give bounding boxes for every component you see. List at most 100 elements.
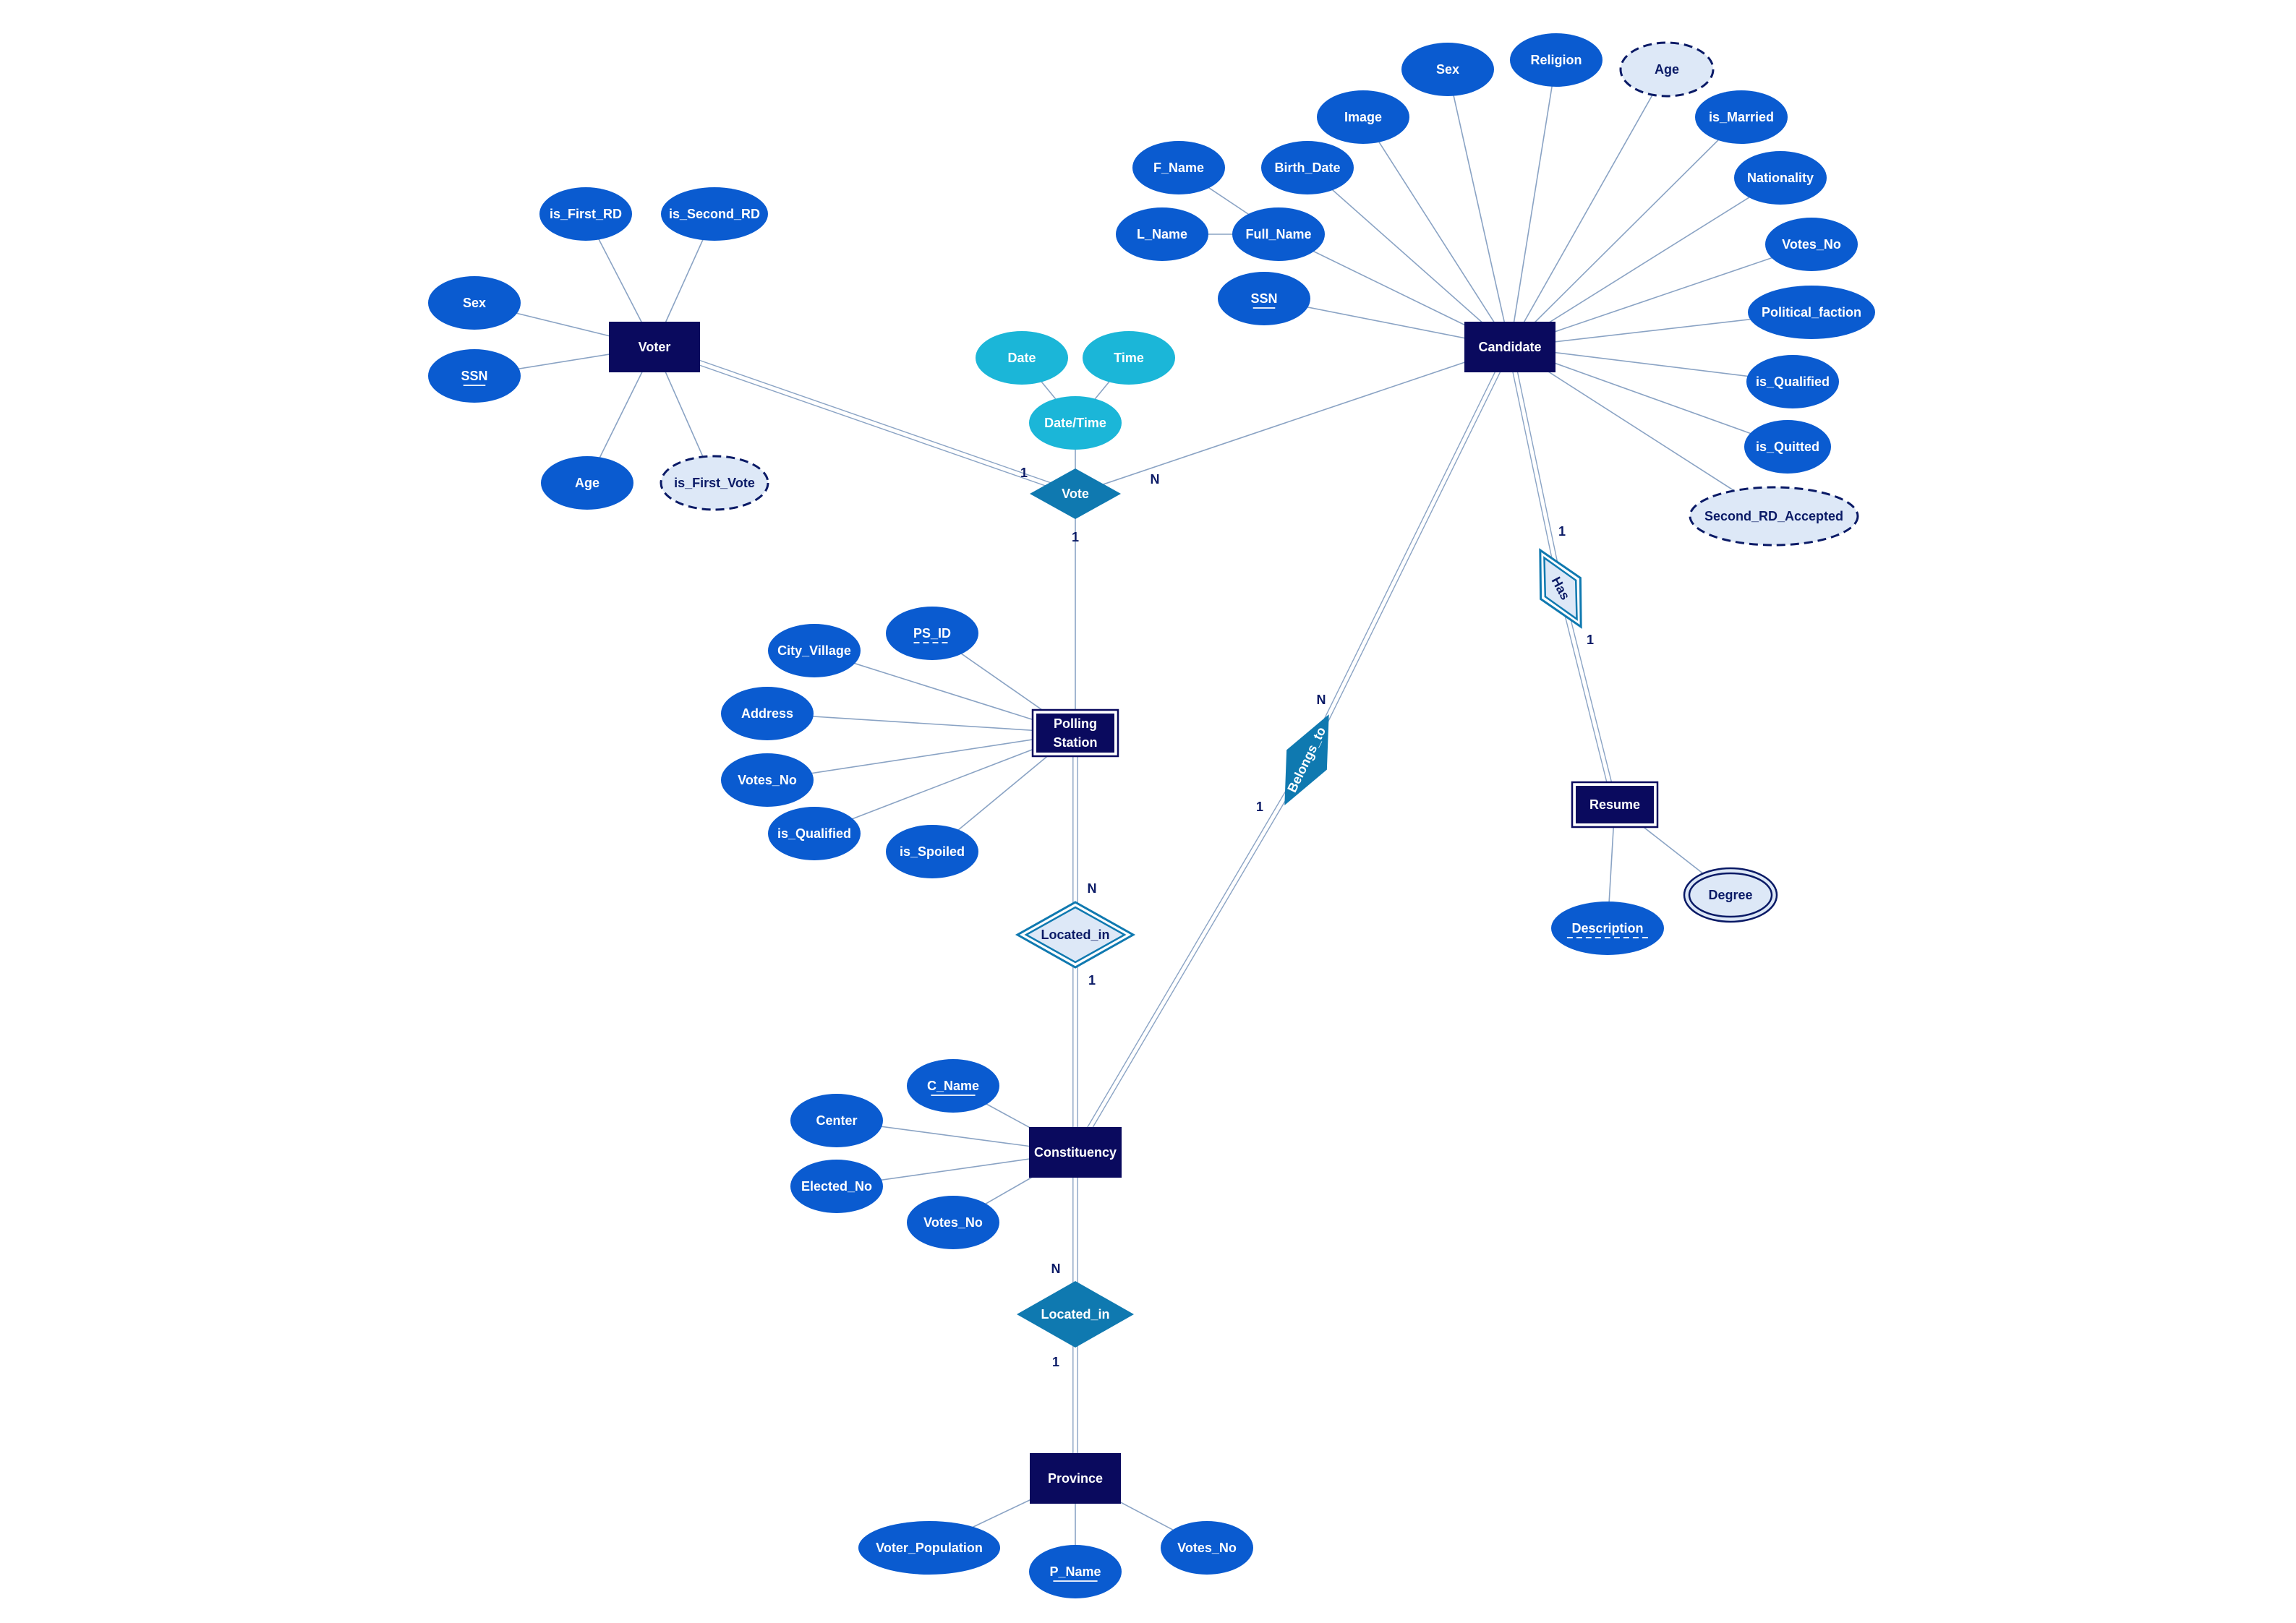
attribute-link	[1307, 167, 1511, 348]
attribute-label: Description	[1571, 921, 1643, 935]
entity-constituency[interactable]: Constituency	[1029, 1127, 1122, 1178]
relationship-belongs[interactable]: Belongs_to	[1264, 704, 1349, 815]
attribute-c_nationality[interactable]: Nationality	[1734, 151, 1827, 205]
attribute-c_second_rd[interactable]: Second_RD_Accepted	[1689, 486, 1859, 547]
attribute-v_ssn[interactable]: SSN	[428, 349, 521, 403]
attribute-c_full_name[interactable]: Full_Name	[1232, 207, 1325, 261]
attribute-c_faction[interactable]: Political_faction	[1748, 286, 1875, 339]
cardinality-label: 1	[1558, 524, 1566, 539]
attribute-label: Votes_No	[738, 773, 797, 787]
attribute-c_married[interactable]: is_Married	[1695, 90, 1788, 144]
attribute-p_qualified[interactable]: is_Qualified	[768, 807, 861, 860]
entity-label: Province	[1048, 1471, 1103, 1486]
attribute-p_spoiled[interactable]: is_Spoiled	[886, 825, 978, 878]
cardinality-label: 1	[1587, 633, 1594, 647]
attribute-v_age[interactable]: Age	[541, 456, 633, 510]
attribute-label: C_Name	[927, 1079, 979, 1093]
cardinality-label: 1	[1256, 800, 1263, 814]
attribute-p_ps_id[interactable]: PS_ID	[886, 607, 978, 660]
attribute-c_f_name[interactable]: F_Name	[1132, 141, 1225, 194]
relationship-label: Vote	[1062, 487, 1089, 501]
cardinality-label: N	[1088, 881, 1097, 896]
relationship-vote[interactable]: Vote	[1030, 468, 1121, 519]
attribute-link	[1509, 346, 1788, 447]
attribute-label: is_Married	[1709, 110, 1774, 124]
attribute-pr_pop[interactable]: Voter_Population	[858, 1521, 1000, 1575]
attribute-label: P_Name	[1049, 1564, 1101, 1579]
attribute-link	[767, 713, 1076, 734]
attribute-v_sex[interactable]: Sex	[428, 276, 521, 330]
attribute-label: is_First_RD	[550, 207, 622, 221]
entity-candidate[interactable]: Candidate	[1464, 322, 1555, 372]
entity-voter[interactable]: Voter	[609, 322, 700, 372]
relationship-link	[1075, 346, 1511, 494]
attribute-v_second_rd[interactable]: is_Second_RD	[661, 187, 768, 241]
cardinality-label: 1	[1088, 973, 1096, 988]
attribute-label: Second_RD_Accepted	[1704, 509, 1843, 523]
attribute-c_sex[interactable]: Sex	[1401, 43, 1494, 96]
attribute-vt_datetime[interactable]: Date/Time	[1029, 396, 1122, 450]
relationship-located1[interactable]: Located_in	[1015, 901, 1136, 969]
attribute-c_ssn[interactable]: SSN	[1218, 272, 1310, 325]
attribute-c_l_name[interactable]: L_Name	[1116, 207, 1208, 261]
attribute-c_image[interactable]: Image	[1317, 90, 1409, 144]
attribute-c_votes_no[interactable]: Votes_No	[1765, 218, 1858, 271]
attribute-p_votes_no[interactable]: Votes_No	[721, 753, 814, 807]
attribute-r_description[interactable]: Description	[1551, 902, 1664, 955]
attribute-label: Votes_No	[923, 1215, 983, 1230]
attribute-vt_time[interactable]: Time	[1083, 331, 1175, 385]
attribute-k_elected[interactable]: Elected_No	[790, 1160, 883, 1213]
attribute-vt_date[interactable]: Date	[976, 331, 1068, 385]
relationship-link	[1511, 346, 1563, 588]
attribute-r_degree[interactable]: Degree	[1683, 867, 1778, 923]
relationship-link	[1072, 758, 1305, 1152]
entity-province[interactable]: Province	[1030, 1453, 1121, 1504]
attribute-link	[1509, 346, 1793, 382]
entity-label-line: Polling	[1054, 716, 1097, 731]
attribute-label: Time	[1114, 351, 1144, 365]
relationship-link	[654, 344, 1077, 492]
attribute-label: Date/Time	[1044, 416, 1106, 430]
attribute-label: Political_faction	[1762, 305, 1861, 320]
cardinality-label: N	[1317, 693, 1326, 707]
attribute-k_c_name[interactable]: C_Name	[907, 1059, 999, 1113]
attribute-label: Sex	[463, 296, 486, 310]
attribute-link	[1509, 116, 1742, 348]
relationship-has[interactable]: Has	[1520, 539, 1600, 637]
attribute-v_first_rd[interactable]: is_First_RD	[539, 187, 632, 241]
attribute-pr_name[interactable]: P_Name	[1029, 1545, 1122, 1598]
attribute-c_age[interactable]: Age	[1619, 41, 1715, 98]
attribute-label: Votes_No	[1177, 1541, 1237, 1555]
relationship-located2[interactable]: Located_in	[1017, 1281, 1134, 1348]
attribute-label: Votes_No	[1782, 237, 1841, 252]
attribute-k_center[interactable]: Center	[790, 1094, 883, 1147]
cardinality-label: N	[1151, 472, 1160, 487]
entity-label: Voter	[639, 340, 671, 354]
entity-resume[interactable]: Resume	[1571, 781, 1659, 828]
attribute-p_address[interactable]: Address	[721, 687, 814, 740]
attribute-c_quitted[interactable]: is_Quitted	[1744, 420, 1831, 474]
attribute-label: Full_Name	[1245, 227, 1311, 241]
attribute-k_votes_no[interactable]: Votes_No	[907, 1196, 999, 1249]
attribute-label: Center	[816, 1113, 857, 1128]
attribute-label: SSN	[461, 369, 487, 383]
attribute-v_first_vote[interactable]: is_First_Vote	[660, 455, 769, 511]
relationship-label: Located_in	[1041, 928, 1109, 942]
relationship-link	[1558, 588, 1613, 805]
attribute-pr_votes_no[interactable]: Votes_No	[1161, 1521, 1253, 1575]
attribute-label: Date	[1007, 351, 1036, 365]
attribute-link	[1509, 346, 1775, 517]
attribute-p_city[interactable]: City_Village	[768, 624, 861, 677]
attribute-c_religion[interactable]: Religion	[1510, 33, 1602, 87]
attribute-link	[1447, 69, 1511, 348]
cardinality-label: 1	[1052, 1355, 1059, 1369]
attribute-c_birth[interactable]: Birth_Date	[1261, 141, 1354, 194]
attribute-c_qualified[interactable]: is_Qualified	[1746, 355, 1839, 408]
entity-label-line: Station	[1054, 735, 1098, 750]
cardinality-label: 1	[1072, 530, 1079, 544]
attribute-label: F_Name	[1153, 160, 1204, 175]
attribute-label: Nationality	[1747, 171, 1814, 185]
